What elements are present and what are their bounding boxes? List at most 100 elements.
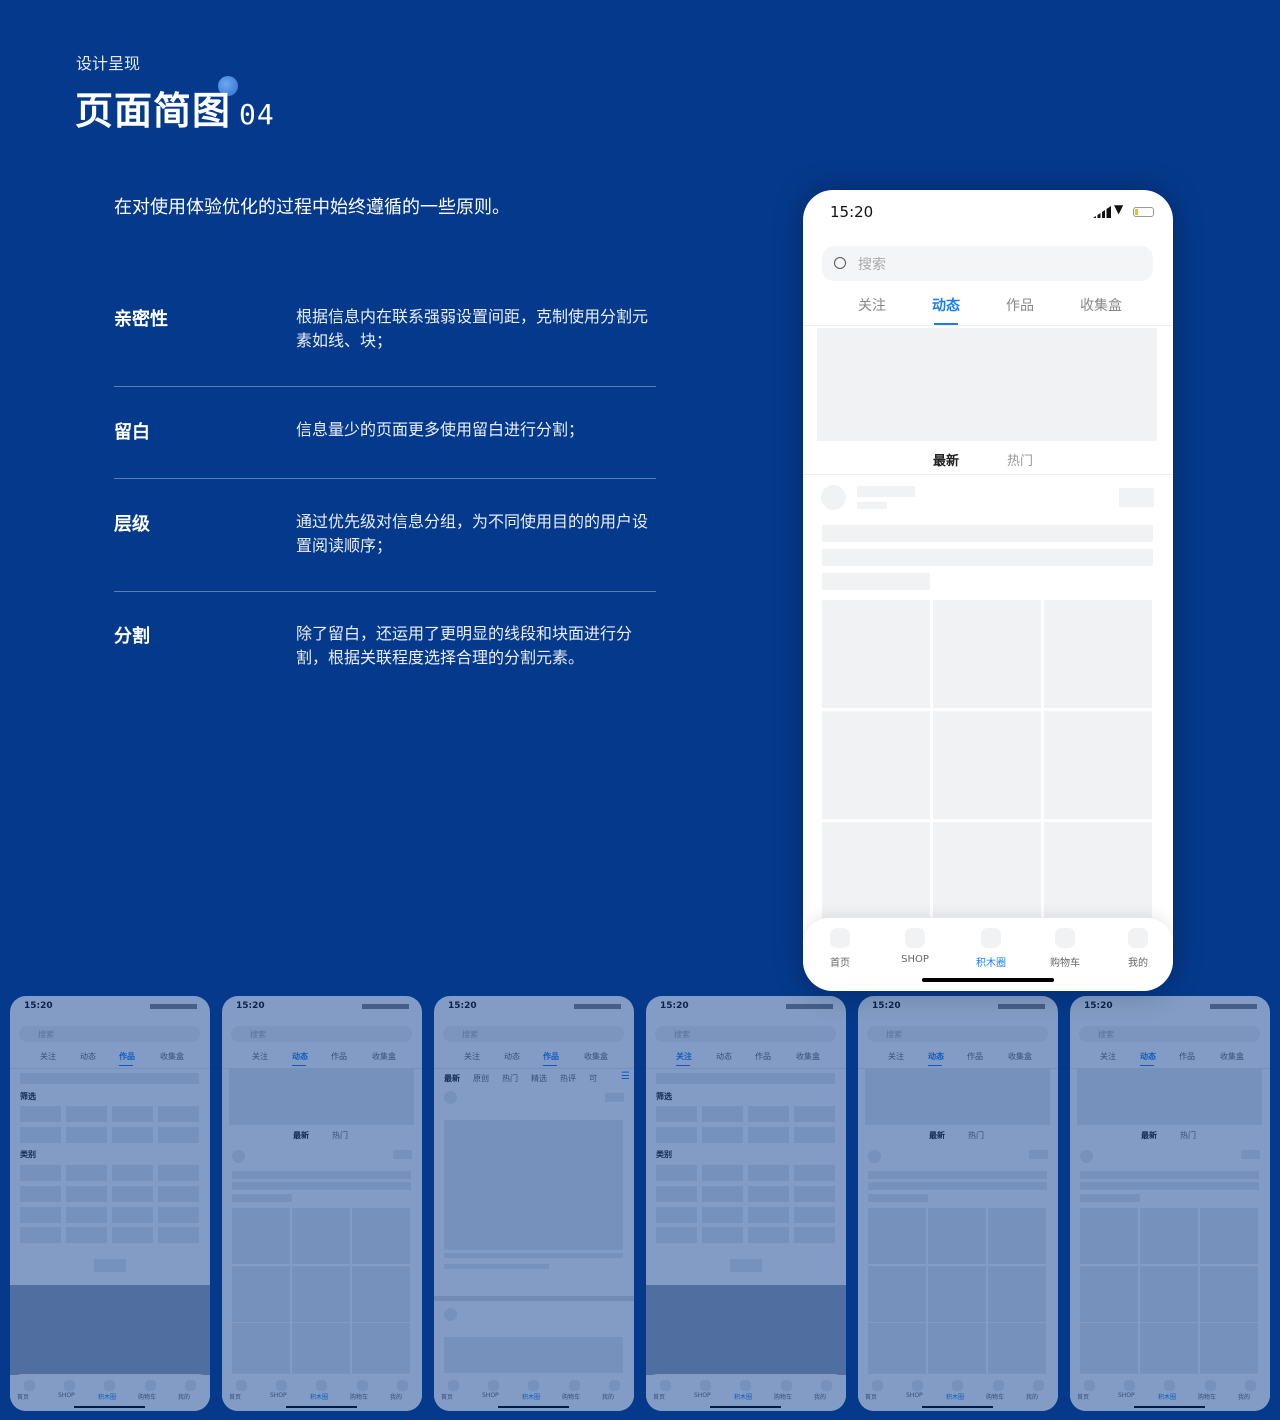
nav-item-2[interactable]: 积木圈 bbox=[310, 1394, 329, 1401]
subtab-0[interactable]: 最新 bbox=[444, 1074, 460, 1083]
placeholder-block bbox=[1080, 1171, 1259, 1179]
nav-item-0[interactable]: 首页 bbox=[653, 1394, 666, 1401]
nav-item-2[interactable]: 积木圈 bbox=[98, 1394, 117, 1401]
nav-item-3[interactable]: 购物车 bbox=[986, 1394, 1005, 1401]
tab-2[interactable]: 作品 bbox=[1179, 1052, 1195, 1061]
subtab-latest[interactable]: 最新 bbox=[293, 1131, 309, 1140]
nav-item-3[interactable]: 购物车 bbox=[138, 1394, 157, 1401]
nav-icon bbox=[830, 928, 850, 948]
tab-1[interactable]: 动态 bbox=[932, 298, 960, 314]
nav-item-0[interactable]: 首页 bbox=[229, 1394, 242, 1401]
nav-item-1[interactable]: SHOP bbox=[1118, 1392, 1135, 1399]
nav-item-1[interactable]: SHOP bbox=[906, 1392, 923, 1399]
nav-label: 首页 bbox=[830, 958, 850, 969]
tab-3[interactable]: 收集盒 bbox=[1220, 1052, 1244, 1061]
tab-2[interactable]: 作品 bbox=[331, 1052, 347, 1061]
nav-item-2[interactable]: 积木圈 bbox=[1158, 1394, 1177, 1401]
tab-indicator bbox=[1140, 1065, 1154, 1066]
placeholder-block bbox=[656, 1073, 835, 1084]
nav-item-0[interactable]: 首页 bbox=[441, 1394, 454, 1401]
tab-3[interactable]: 收集盒 bbox=[584, 1052, 608, 1061]
nav-item-2[interactable]: 积木圈 bbox=[961, 928, 1021, 969]
placeholder-block bbox=[1029, 1150, 1048, 1159]
tab-2[interactable]: 作品 bbox=[967, 1052, 983, 1061]
tab-3[interactable]: 收集盒 bbox=[1008, 1052, 1032, 1061]
category-chip bbox=[66, 1207, 107, 1223]
principle-row: 分割 除了留白，还运用了更明显的线段和块面进行分割，根据关联程度选择合理的分割元… bbox=[114, 622, 656, 682]
nav-item-3[interactable]: 购物车 bbox=[350, 1394, 369, 1401]
nav-item-0[interactable]: 首页 bbox=[865, 1394, 878, 1401]
nav-item-4[interactable]: 我的 bbox=[814, 1394, 827, 1401]
subtab-hot[interactable]: 热门 bbox=[968, 1131, 984, 1140]
nav-icon bbox=[64, 1380, 75, 1391]
subtab-hot[interactable]: 热门 bbox=[332, 1131, 348, 1140]
nav-item-4[interactable]: 我的 bbox=[178, 1394, 191, 1401]
tab-1[interactable]: 动态 bbox=[928, 1052, 944, 1061]
subtab-2[interactable]: 热门 bbox=[502, 1074, 518, 1083]
nav-icon bbox=[24, 1380, 35, 1391]
tab-0[interactable]: 关注 bbox=[252, 1052, 268, 1061]
tab-1[interactable]: 动态 bbox=[1140, 1052, 1156, 1061]
subtab-latest[interactable]: 最新 bbox=[929, 1131, 945, 1140]
nav-item-4[interactable]: 我的 bbox=[602, 1394, 615, 1401]
nav-item-2[interactable]: 积木圈 bbox=[522, 1394, 541, 1401]
nav-item-4[interactable]: 我的 bbox=[1026, 1394, 1039, 1401]
filter-chip bbox=[158, 1106, 199, 1122]
nav-item-0[interactable]: 首页 bbox=[810, 928, 870, 969]
tab-1[interactable]: 动态 bbox=[80, 1052, 96, 1061]
subtab-1[interactable]: 原创 bbox=[473, 1074, 489, 1083]
nav-icon bbox=[1164, 1380, 1175, 1391]
tab-1[interactable]: 动态 bbox=[292, 1052, 308, 1061]
tab-2[interactable]: 作品 bbox=[119, 1052, 135, 1061]
tab-0[interactable]: 关注 bbox=[888, 1052, 904, 1061]
nav-item-1[interactable]: SHOP bbox=[58, 1392, 75, 1399]
nav-item-4[interactable]: 我的 bbox=[1108, 928, 1168, 969]
tab-3[interactable]: 收集盒 bbox=[796, 1052, 820, 1061]
placeholder-block bbox=[868, 1182, 1047, 1190]
tab-0[interactable]: 关注 bbox=[1100, 1052, 1116, 1061]
tab-0[interactable]: 关注 bbox=[40, 1052, 56, 1061]
nav-item-0[interactable]: 首页 bbox=[17, 1394, 30, 1401]
nav-item-3[interactable]: 购物车 bbox=[562, 1394, 581, 1401]
nav-item-2[interactable]: 积木圈 bbox=[734, 1394, 753, 1401]
nav-item-1[interactable]: SHOP bbox=[885, 928, 945, 965]
follow-button-placeholder bbox=[1119, 488, 1154, 507]
signal-icon bbox=[1093, 206, 1111, 218]
menu-icon[interactable]: ☰ bbox=[621, 1071, 630, 1082]
principle-desc: 根据信息内在联系强弱设置间距，克制使用分割元素如线、块； bbox=[296, 307, 649, 350]
subtab-latest[interactable]: 最新 bbox=[1141, 1131, 1157, 1140]
tab-1[interactable]: 动态 bbox=[504, 1052, 520, 1061]
nav-icon bbox=[1124, 1380, 1135, 1391]
tab-3[interactable]: 收集盒 bbox=[1080, 298, 1122, 314]
nav-item-0[interactable]: 首页 bbox=[1077, 1394, 1090, 1401]
subtab-latest[interactable]: 最新 bbox=[933, 454, 960, 469]
tab-2[interactable]: 作品 bbox=[1006, 298, 1034, 314]
avatar-placeholder bbox=[821, 485, 846, 510]
nav-item-1[interactable]: SHOP bbox=[694, 1392, 711, 1399]
nav-item-2[interactable]: 积木圈 bbox=[946, 1394, 965, 1401]
subtab-3[interactable]: 精选 bbox=[531, 1074, 547, 1083]
nav-item-1[interactable]: SHOP bbox=[270, 1392, 287, 1399]
tab-0[interactable]: 关注 bbox=[676, 1052, 692, 1061]
tab-1[interactable]: 动态 bbox=[716, 1052, 732, 1061]
tab-2[interactable]: 作品 bbox=[543, 1052, 559, 1061]
nav-item-3[interactable]: 购物车 bbox=[1035, 928, 1095, 969]
tab-3[interactable]: 收集盒 bbox=[160, 1052, 184, 1061]
tab-0[interactable]: 关注 bbox=[464, 1052, 480, 1061]
nav-item-1[interactable]: SHOP bbox=[482, 1392, 499, 1399]
subtab-4[interactable]: 热评 bbox=[560, 1074, 576, 1083]
nav-item-3[interactable]: 购物车 bbox=[774, 1394, 793, 1401]
status-icons bbox=[998, 1004, 1045, 1009]
nav-item-4[interactable]: 我的 bbox=[390, 1394, 403, 1401]
nav-item-3[interactable]: 购物车 bbox=[1198, 1394, 1217, 1401]
tab-3[interactable]: 收集盒 bbox=[372, 1052, 396, 1061]
subtab-hot[interactable]: 热门 bbox=[1007, 454, 1034, 469]
search-input[interactable]: 搜索 bbox=[822, 246, 1153, 281]
nav-item-4[interactable]: 我的 bbox=[1238, 1394, 1251, 1401]
subtab-5[interactable]: 可 bbox=[589, 1074, 597, 1083]
category-chip bbox=[112, 1227, 153, 1243]
tab-2[interactable]: 作品 bbox=[755, 1052, 771, 1061]
tab-0[interactable]: 关注 bbox=[858, 298, 886, 314]
image-placeholder bbox=[1200, 1208, 1258, 1264]
subtab-hot[interactable]: 热门 bbox=[1180, 1131, 1196, 1140]
